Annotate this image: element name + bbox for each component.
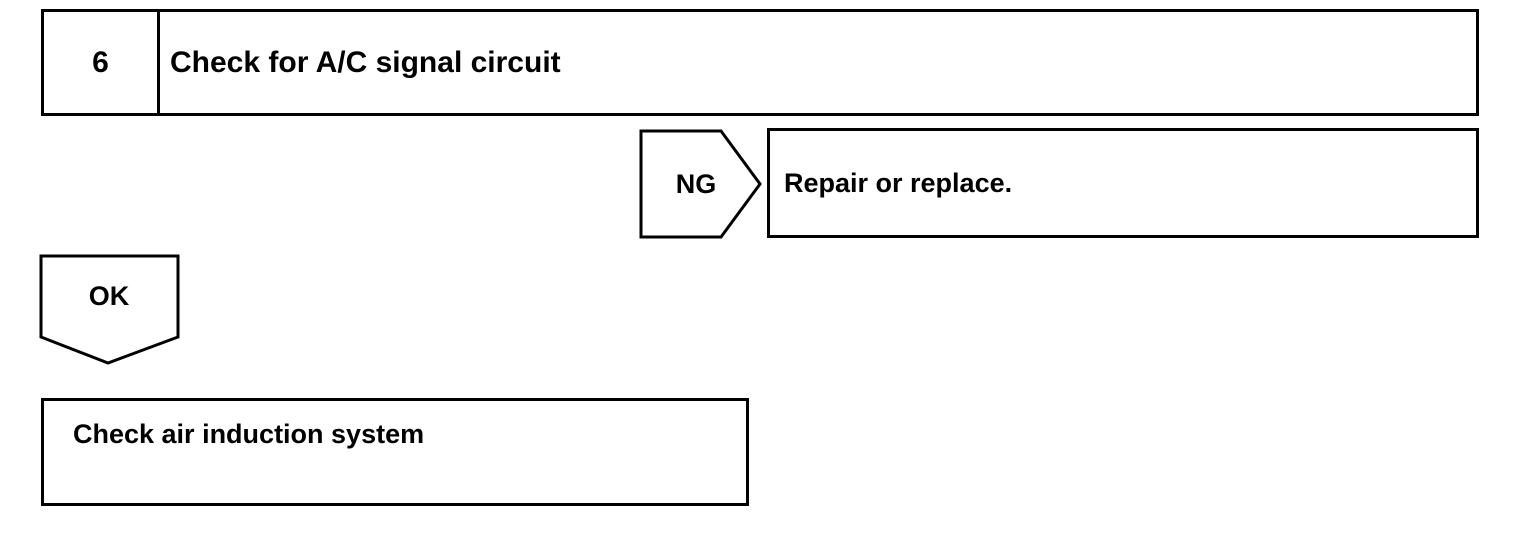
next-step-box: Check air induction system	[41, 398, 749, 506]
step-header-box: 6 Check for A/C signal circuit	[41, 9, 1479, 116]
next-step-text: Check air induction system	[73, 419, 425, 449]
ok-label: OK	[88, 280, 130, 311]
step-number: 6	[44, 12, 160, 113]
ok-arrow-shape	[39, 254, 180, 365]
step-title: Check for A/C signal circuit	[170, 45, 561, 79]
ng-action-text: Repair or replace.	[784, 167, 1013, 198]
ng-label: NG	[675, 168, 717, 199]
ng-arrow-shape	[639, 129, 762, 239]
ng-action-box: Repair or replace.	[767, 128, 1479, 238]
